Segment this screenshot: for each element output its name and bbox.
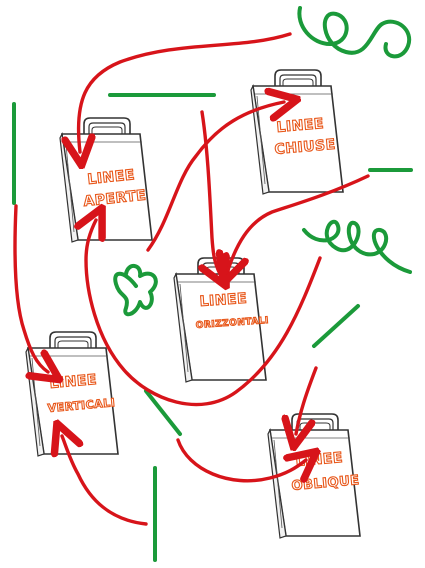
green-oblique-line-middle xyxy=(144,389,182,436)
red-arrow-to-oblique xyxy=(296,366,318,434)
bag-aperte-label-line1: LINEE xyxy=(87,167,136,188)
green-lines-group xyxy=(12,6,413,562)
red-arrow-to-aperte xyxy=(79,32,292,152)
green-scribble-clover xyxy=(113,264,158,317)
bag-chiuse-label-line2: CHIUSE xyxy=(274,137,336,158)
red-arrow-to-verticali-bottom xyxy=(62,436,148,526)
green-oblique-line-right xyxy=(312,304,360,348)
red-arrow-to-orizzontali xyxy=(202,110,220,274)
shopping-bag-icon xyxy=(25,331,119,457)
bag-orizzontali-label-line1: LINEE xyxy=(199,291,247,310)
bag-verticali-label-line2: VERTICALI xyxy=(47,396,116,415)
green-scribble-top-right xyxy=(297,6,412,59)
red-arrow-bottom-to-oblique xyxy=(176,438,306,481)
bag-verticali: LINEE VERTICALI xyxy=(25,331,119,457)
red-arrow-to-verticali-top xyxy=(13,204,48,372)
bag-chiuse: LINEE CHIUSE xyxy=(250,69,344,195)
red-arrows-group xyxy=(13,32,370,526)
bag-aperte: LINEE APERTE xyxy=(59,117,153,243)
green-scribble-middle-right xyxy=(302,219,412,274)
red-arrow-to-chiuse xyxy=(146,102,284,252)
bag-orizzontali: LINEE ORIZZONTALI xyxy=(173,257,270,383)
red-arrow-loop-to-aperte xyxy=(86,220,322,407)
red-arrow-right-to-orizzontali xyxy=(228,174,370,270)
